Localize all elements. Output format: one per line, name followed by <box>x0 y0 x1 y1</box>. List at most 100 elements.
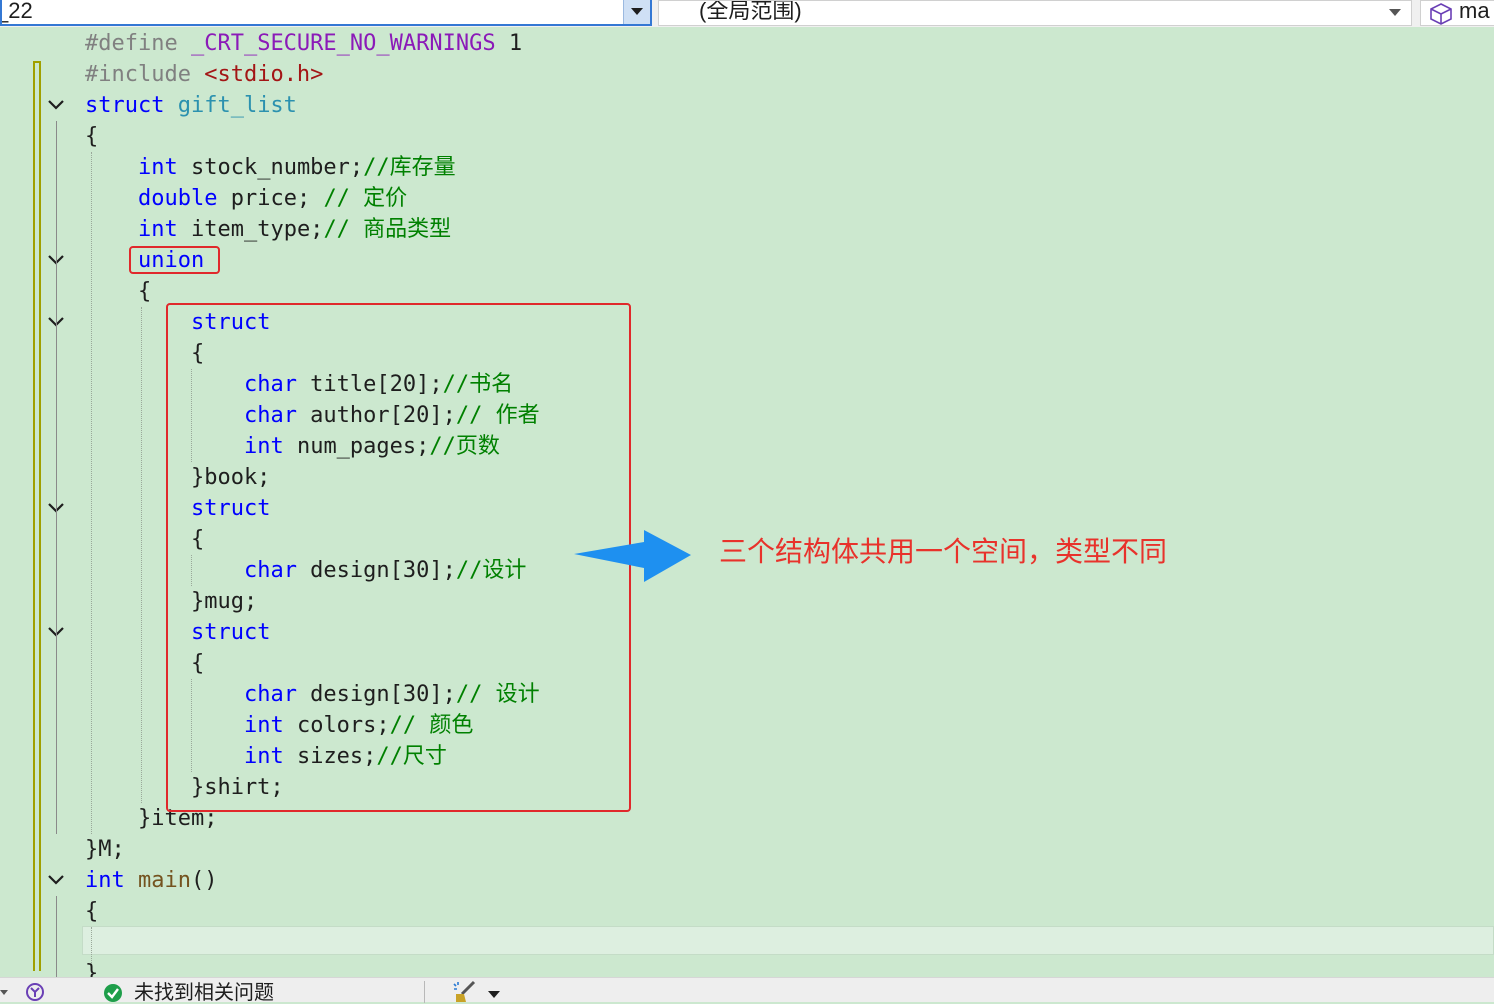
code-line[interactable]: { <box>85 524 204 555</box>
arrow-left-icon <box>574 530 691 582</box>
code-line[interactable]: int sizes;//尺寸 <box>85 741 447 772</box>
code-token: <stdio.h> <box>204 62 324 87</box>
code-line[interactable]: char design[30];//设计 <box>85 555 526 586</box>
status-bar: 未找到相关问题 <box>0 977 1494 1004</box>
intellicode-icon[interactable] <box>22 981 48 1003</box>
code-line[interactable]: { <box>85 121 98 152</box>
member-dropdown[interactable]: ma <box>1420 0 1494 26</box>
code-token: //库存量 <box>363 155 456 180</box>
code-token: }mug; <box>85 589 258 614</box>
code-token: { <box>85 124 99 149</box>
code-line[interactable]: union <box>85 245 204 276</box>
code-token: { <box>85 527 205 552</box>
code-token: price; <box>217 186 324 211</box>
code-token: union <box>137 248 205 273</box>
code-line[interactable]: int main() <box>85 865 217 896</box>
code-line[interactable]: #include <stdio.h> <box>85 59 323 90</box>
code-token: }M; <box>85 837 125 862</box>
current-line-highlight <box>82 926 1494 955</box>
code-line[interactable]: int item_type;// 商品类型 <box>85 214 451 245</box>
code-token: _CRT_SECURE_NO_WARNINGS <box>190 31 496 56</box>
code-token: // 颜色 <box>389 713 474 738</box>
status-separator <box>424 981 425 1003</box>
code-line[interactable]: int stock_number;//库存量 <box>85 152 456 183</box>
code-line[interactable]: }shirt; <box>85 772 284 803</box>
code-token <box>85 217 138 242</box>
code-token: //页数 <box>429 434 500 459</box>
code-line[interactable]: struct gift_list <box>85 90 297 121</box>
code-token: colors; <box>283 713 390 738</box>
code-token: design[30]; <box>296 682 456 707</box>
code-line[interactable]: { <box>85 276 151 307</box>
scope-dropdown[interactable]: (全局范围) <box>658 0 1412 26</box>
code-token: //设计 <box>455 558 527 583</box>
code-token: int <box>137 155 178 180</box>
code-token <box>125 868 138 893</box>
fold-rail <box>56 121 57 834</box>
code-line[interactable]: struct <box>85 617 270 648</box>
code-token: struct <box>190 620 271 645</box>
scope-dropdown-value: (全局范围) <box>699 0 802 23</box>
indent-guide <box>91 152 92 834</box>
code-line[interactable]: { <box>85 338 204 369</box>
code-token <box>85 186 138 211</box>
member-dropdown-value: ma <box>1459 0 1490 23</box>
project-dropdown-button[interactable] <box>623 0 650 24</box>
code-token: char <box>243 682 297 707</box>
code-token: { <box>85 899 99 924</box>
code-line[interactable]: int num_pages;//页数 <box>85 431 500 462</box>
code-line[interactable]: struct <box>85 307 270 338</box>
collapse-chevron-icon[interactable] <box>47 871 65 889</box>
code-token: () <box>190 868 218 893</box>
code-token: // 作者 <box>455 403 540 428</box>
code-token: design[30]; <box>296 558 456 583</box>
collapse-chevron-icon[interactable] <box>47 96 65 114</box>
code-token: int <box>243 713 284 738</box>
chevron-down-icon[interactable] <box>0 990 8 995</box>
code-line[interactable]: int colors;// 颜色 <box>85 710 473 741</box>
code-token: num_pages; <box>283 434 430 459</box>
code-line[interactable]: struct <box>85 493 270 524</box>
code-line[interactable]: { <box>85 896 98 927</box>
code-token: { <box>85 279 152 304</box>
code-line[interactable]: }book; <box>85 462 270 493</box>
check-circle-icon[interactable] <box>103 983 123 1003</box>
cube-icon <box>1430 3 1452 25</box>
code-token <box>85 155 138 180</box>
brush-icon[interactable] <box>452 980 480 1004</box>
union-highlight-box <box>129 246 220 274</box>
code-line[interactable]: char title[20];//书名 <box>85 369 513 400</box>
code-line[interactable]: { <box>85 648 204 679</box>
indent-guide <box>141 307 142 803</box>
code-token: stock_number; <box>177 155 364 180</box>
indent-guide <box>191 555 192 586</box>
code-token: main <box>138 868 191 893</box>
code-line[interactable]: double price; // 定价 <box>85 183 407 214</box>
project-dropdown[interactable]: _22 <box>0 0 652 26</box>
code-token: #include <box>85 62 205 87</box>
code-token: title[20]; <box>296 372 443 397</box>
issues-status-text[interactable]: 未找到相关问题 <box>134 982 274 1004</box>
code-token: // 设计 <box>455 682 540 707</box>
code-token: // 商品类型 <box>323 217 452 242</box>
annotation-text: 三个结构体共用一个空间，类型不同 <box>719 535 1168 568</box>
code-token: #define <box>85 31 191 56</box>
code-token: char <box>243 558 297 583</box>
code-token: 1 <box>495 31 523 56</box>
code-line[interactable]: #define _CRT_SECURE_NO_WARNINGS 1 <box>85 28 522 59</box>
code-line[interactable]: }mug; <box>85 586 257 617</box>
code-line[interactable]: char author[20];// 作者 <box>85 400 540 431</box>
code-token: int <box>137 217 178 242</box>
code-token: // 定价 <box>323 186 408 211</box>
navigation-bar: _22 (全局范围) ma <box>0 0 1494 27</box>
structs-highlight-box <box>166 303 631 812</box>
code-line[interactable]: }M; <box>85 834 125 865</box>
code-token: { <box>85 651 205 676</box>
code-editor[interactable]: #define _CRT_SECURE_NO_WARNINGS 1#includ… <box>0 27 1494 989</box>
code-token: int <box>85 868 125 893</box>
code-line[interactable]: char design[30];// 设计 <box>85 679 540 710</box>
indent-guide <box>91 927 92 989</box>
chevron-down-icon <box>631 8 643 15</box>
chevron-down-icon <box>1389 9 1401 16</box>
chevron-down-icon[interactable] <box>488 991 500 998</box>
